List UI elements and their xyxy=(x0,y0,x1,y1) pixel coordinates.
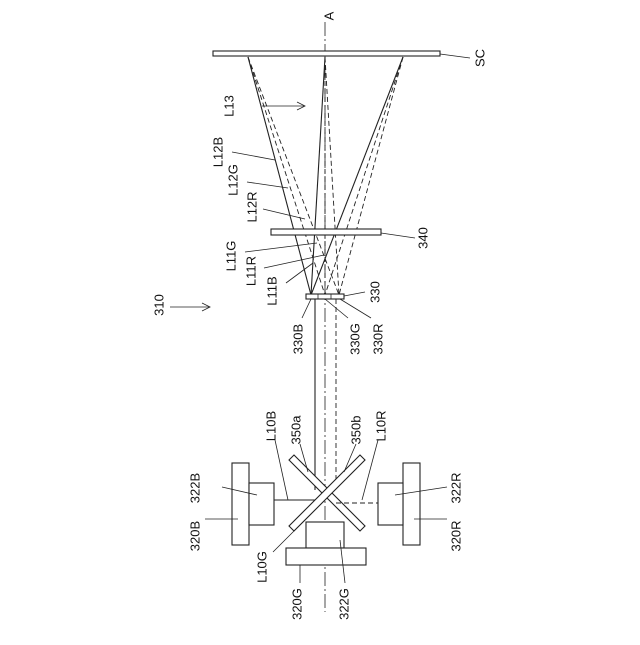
svg-text:L10R: L10R xyxy=(373,410,388,441)
l11g-label: L11G xyxy=(223,241,238,272)
light-source-320r xyxy=(403,463,420,545)
lens-array-330 xyxy=(306,294,344,299)
l320b-label: 320B xyxy=(187,521,202,551)
panel-322r xyxy=(378,483,403,525)
l10b-leader xyxy=(275,440,288,500)
l330b-leader xyxy=(302,299,311,318)
svg-text:322B: 322B xyxy=(187,473,202,503)
svg-text:322G: 322G xyxy=(336,588,351,620)
element-340-label: 340 xyxy=(415,227,430,249)
l12b-label: L12B xyxy=(210,137,225,167)
l11b-label: L11B xyxy=(264,276,279,305)
svg-text:A: A xyxy=(321,11,336,20)
element-340-leader xyxy=(381,233,415,238)
svg-text:320G: 320G xyxy=(289,588,304,620)
svg-text:322R: 322R xyxy=(448,472,463,503)
l330b-label: 330B xyxy=(290,324,305,354)
lens-330-leader xyxy=(344,292,365,296)
ray-l12r xyxy=(248,57,403,295)
l10b-label: L10B xyxy=(263,411,278,441)
svg-text:320R: 320R xyxy=(448,520,463,551)
light-source-320g xyxy=(286,548,366,565)
l350a-label: 350a xyxy=(288,415,303,445)
svg-text:SC: SC xyxy=(472,49,487,67)
l11g-leader xyxy=(245,243,317,252)
l12b-leader xyxy=(232,152,275,160)
l320g-label: 320G xyxy=(289,588,304,620)
svg-text:L12R: L12R xyxy=(244,191,259,222)
svg-text:330: 330 xyxy=(367,281,382,303)
light-source-320b xyxy=(232,463,249,545)
panel-322b xyxy=(249,483,274,525)
svg-text:350b: 350b xyxy=(348,416,363,445)
svg-text:310: 310 xyxy=(151,294,166,316)
axis-a-label: A xyxy=(321,11,336,20)
svg-text:L12G: L12G xyxy=(225,164,240,196)
l322r-label: 322R xyxy=(448,472,463,503)
system-310-label: 310 xyxy=(151,294,166,316)
l11r-leader xyxy=(264,255,324,268)
l322b-label: 322B xyxy=(187,473,202,503)
svg-text:350a: 350a xyxy=(288,415,303,445)
svg-text:330R: 330R xyxy=(370,323,385,354)
svg-text:320B: 320B xyxy=(187,521,202,551)
screen-sc xyxy=(213,51,440,56)
svg-text:L12B: L12B xyxy=(210,137,225,167)
svg-text:330G: 330G xyxy=(347,323,362,355)
svg-text:L13: L13 xyxy=(221,95,236,117)
panel-322g xyxy=(306,522,344,548)
screen-sc-label: SC xyxy=(472,49,487,67)
l10r-leader xyxy=(362,440,378,500)
svg-text:L11G: L11G xyxy=(223,241,238,272)
svg-text:340: 340 xyxy=(415,227,430,249)
svg-text:L10B: L10B xyxy=(263,411,278,441)
l11r-label: L11R xyxy=(243,256,258,286)
l330g-label: 330G xyxy=(347,323,362,355)
l10g-leader xyxy=(273,515,310,552)
svg-text:L11R: L11R xyxy=(243,256,258,286)
svg-text:330B: 330B xyxy=(290,324,305,354)
l320r-label: 320R xyxy=(448,520,463,551)
element-340 xyxy=(271,229,381,235)
l350b-label: 350b xyxy=(348,416,363,445)
l12g-label: L12G xyxy=(225,164,240,196)
l10g-label: L10G xyxy=(254,551,269,583)
l322g-label: 322G xyxy=(336,588,351,620)
screen-sc-leader xyxy=(440,54,470,58)
lens-330-label: 330 xyxy=(367,281,382,303)
l12r-label: L12R xyxy=(244,191,259,222)
l330r-label: 330R xyxy=(370,323,385,354)
l11b-leader xyxy=(286,263,313,283)
svg-text:L10G: L10G xyxy=(254,551,269,583)
svg-text:L11B: L11B xyxy=(264,276,279,305)
l13-label: L13 xyxy=(221,95,236,117)
l10r-label: L10R xyxy=(373,410,388,441)
